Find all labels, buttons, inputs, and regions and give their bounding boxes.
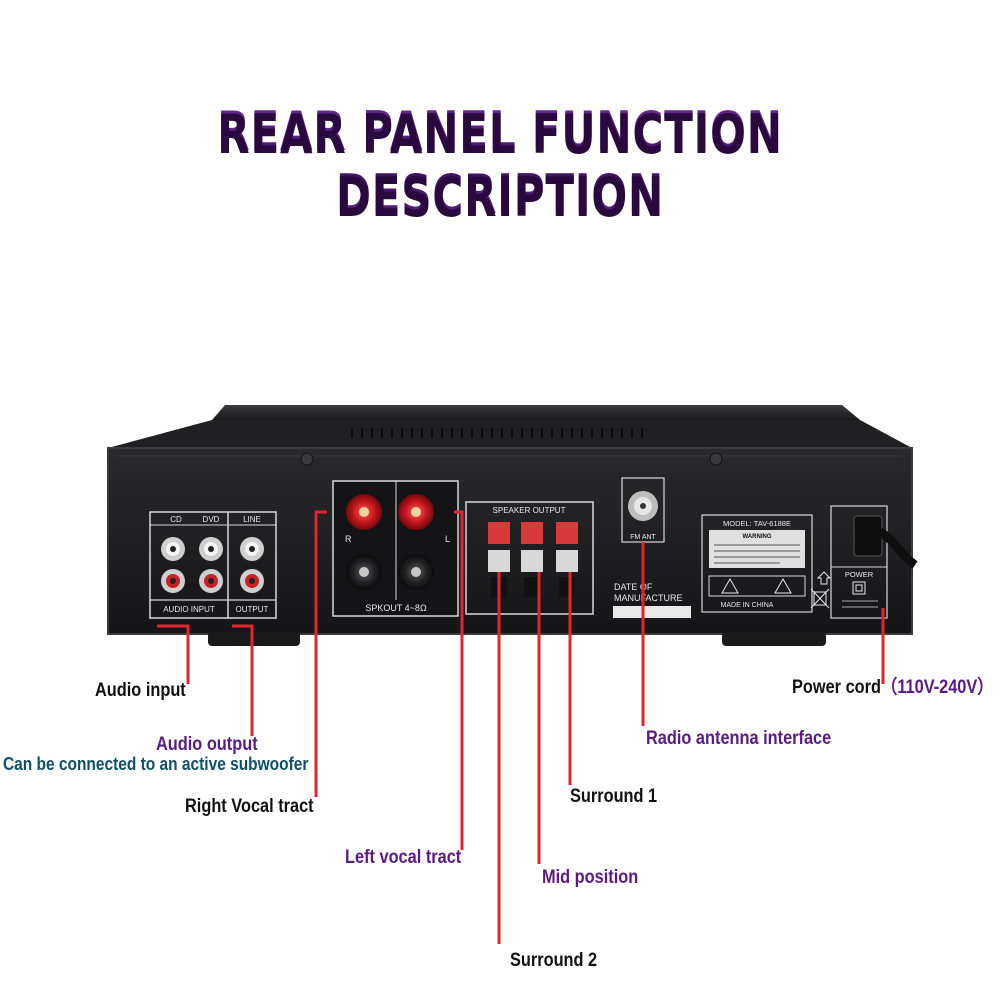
model-label: MODEL: TAV-6188E bbox=[723, 519, 791, 528]
model-warning-label: MODEL: TAV-6188E WARNING MADE IN CHINA bbox=[701, 514, 832, 613]
made-in-label: MADE IN CHINA bbox=[721, 602, 774, 609]
spkout-label: SPKOUT 4~8Ω bbox=[365, 603, 427, 613]
label-surround2: Surround 2 bbox=[510, 950, 598, 971]
page-title: REAR PANEL FUNCTION DESCRIPTION bbox=[110, 100, 890, 226]
line-label: LINE bbox=[243, 515, 261, 524]
leader-audio-output bbox=[232, 624, 254, 736]
speaker-output-label: SPEAKER OUTPUT bbox=[493, 506, 566, 515]
recycle-icon bbox=[816, 571, 832, 585]
binding-post-red[interactable] bbox=[398, 494, 434, 530]
date-box bbox=[613, 606, 691, 618]
date-label-line2: MANUFACTURE bbox=[614, 593, 683, 603]
power-cord-voltage: （110V-240V） bbox=[880, 677, 994, 698]
foot-left bbox=[208, 632, 300, 646]
leader-left-vocal bbox=[454, 510, 464, 850]
label-audio-output: Audio output bbox=[156, 734, 258, 755]
binding-post-red[interactable] bbox=[346, 494, 382, 530]
rca-jack-red[interactable] bbox=[161, 569, 185, 593]
binding-post-black[interactable] bbox=[398, 554, 434, 590]
leader-lines bbox=[157, 510, 885, 944]
binding-post-black[interactable] bbox=[346, 554, 382, 590]
output-label: OUTPUT bbox=[236, 605, 269, 614]
label-radio-antenna: Radio antenna interface bbox=[646, 728, 832, 749]
foot-right bbox=[722, 632, 826, 646]
l-channel-label: L bbox=[445, 534, 450, 544]
warning-label: WARNING bbox=[743, 534, 772, 540]
fm-antenna-connector[interactable] bbox=[628, 491, 658, 521]
leader-audio-input bbox=[157, 624, 190, 684]
screw bbox=[300, 452, 314, 466]
rca-jack-red[interactable] bbox=[199, 569, 223, 593]
screw bbox=[709, 452, 723, 466]
rca-jack-white[interactable] bbox=[199, 537, 223, 561]
label-power-cord: Power cord（110V-240V） bbox=[792, 677, 994, 699]
fm-ant-label: FM ANT bbox=[630, 534, 656, 541]
dvd-label: DVD bbox=[203, 515, 220, 524]
double-insulation-icon bbox=[852, 581, 866, 595]
label-surround1: Surround 1 bbox=[570, 786, 658, 807]
spring-terminal[interactable] bbox=[556, 522, 578, 597]
label-subwoofer-note: Can be connected to an active subwoofer bbox=[3, 754, 309, 774]
top-cover bbox=[108, 405, 912, 448]
spring-terminal[interactable] bbox=[521, 522, 543, 597]
label-right-vocal: Right Vocal tract bbox=[185, 796, 314, 817]
binding-post-block: R L SPKOUT 4~8Ω bbox=[332, 480, 459, 617]
fm-antenna-block: FM ANT bbox=[621, 477, 665, 543]
label-audio-input: Audio input bbox=[95, 680, 186, 701]
rca-jack-red[interactable] bbox=[240, 569, 264, 593]
power-label: POWER bbox=[845, 570, 874, 579]
label-left-vocal: Left vocal tract bbox=[345, 847, 462, 868]
rca-block: CD DVD LINE AUDIO INPUT OUTPUT bbox=[149, 511, 277, 619]
power-cord-text: Power cord bbox=[792, 677, 881, 698]
cd-label: CD bbox=[170, 515, 182, 524]
r-channel-label: R bbox=[345, 534, 352, 544]
power-cord-icon[interactable] bbox=[853, 515, 918, 569]
weee-bin-icon bbox=[810, 588, 830, 609]
label-mid-position: Mid position bbox=[542, 867, 639, 888]
leader-right-vocal bbox=[314, 510, 327, 797]
power-block: POWER bbox=[830, 505, 918, 619]
speaker-output-block: SPEAKER OUTPUT bbox=[465, 501, 594, 615]
date-label-line1: DATE OF bbox=[614, 582, 653, 592]
rca-jack-white[interactable] bbox=[161, 537, 185, 561]
rca-jack-white[interactable] bbox=[240, 537, 264, 561]
audio-input-label: AUDIO INPUT bbox=[163, 605, 215, 614]
